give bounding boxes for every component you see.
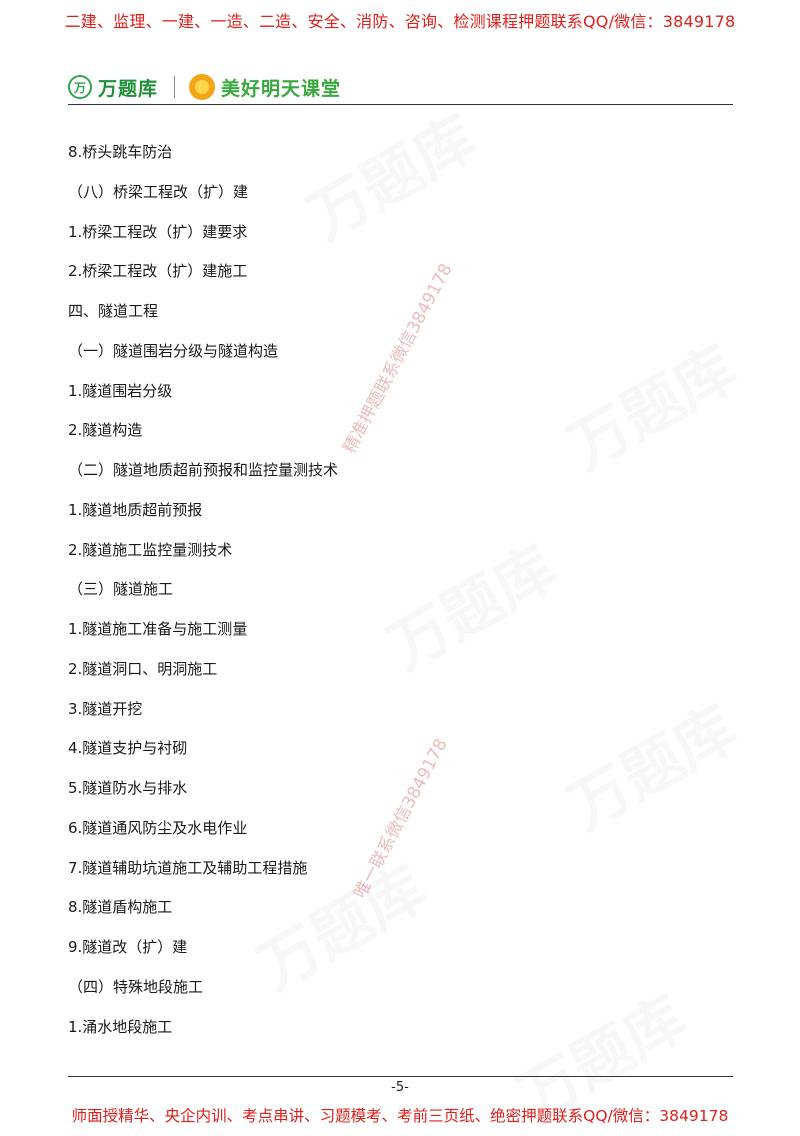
wantiku-logo-icon: 万 [68,75,92,99]
outline-line: 1.隧道地质超前预报 [68,500,203,519]
footer-rule [68,1076,733,1077]
outline-line: 3.隧道开挖 [68,699,143,718]
outline-line: 2.隧道施工监控量测技术 [68,540,233,559]
logo-divider [174,76,176,98]
bottom-banner: 师面授精华、央企内训、考点串讲、习题模考、考前三页纸、绝密押题联系QQ/微信：3… [71,1107,729,1125]
outline-line: 7.隧道辅助坑道施工及辅助工程措施 [68,858,308,877]
header-rule [68,104,733,105]
outline-line: 2.桥梁工程改（扩）建施工 [68,262,248,281]
outline-line: 6.隧道通风防尘及水电作业 [68,818,248,837]
outline-line: （三）隧道施工 [68,580,174,599]
outline-line: （二）隧道地质超前预报和监控量测技术 [68,461,339,479]
outline-line: 5.隧道防水与排水 [68,779,188,797]
outline-content: 8.桥头跳车防治 （八）桥梁工程改（扩）建 1.桥梁工程改（扩）建要求 2.桥梁… [68,138,733,1052]
page-number: -5- [391,1080,409,1095]
outline-line: 4.隧道支护与衬砌 [68,739,188,758]
outline-line: 2.隧道洞口、明洞施工 [68,659,218,678]
header-logos: 万 万题库 美好明天课堂 [68,70,341,104]
outline-line: 1.隧道围岩分级 [68,381,173,400]
outline-line: （一）隧道围岩分级与隧道构造 [68,341,279,360]
outline-line: （八）桥梁工程改（扩）建 [68,182,249,201]
top-banner: 二建、监理、一建、一造、二造、安全、消防、咨询、检测课程押题联系QQ/微信：38… [64,12,736,31]
partner-brand: 美好明天课堂 [221,77,342,100]
outline-line: 2.隧道构造 [68,421,143,440]
outline-line: 四、隧道工程 [68,302,159,320]
outline-line: 8.桥头跳车防治 [68,143,173,161]
outline-line: 8.隧道盾构施工 [68,898,173,917]
outline-line: （四）特殊地段施工 [68,977,204,996]
outline-line: 9.隧道改（扩）建 [68,938,188,956]
outline-line: 1.涌水地段施工 [68,1017,173,1036]
outline-line: 1.桥梁工程改（扩）建要求 [68,222,248,241]
wantiku-brand: 万题库 [98,77,159,100]
lion-mascot-icon [189,74,216,100]
outline-line: 1.隧道施工准备与施工测量 [68,620,248,638]
